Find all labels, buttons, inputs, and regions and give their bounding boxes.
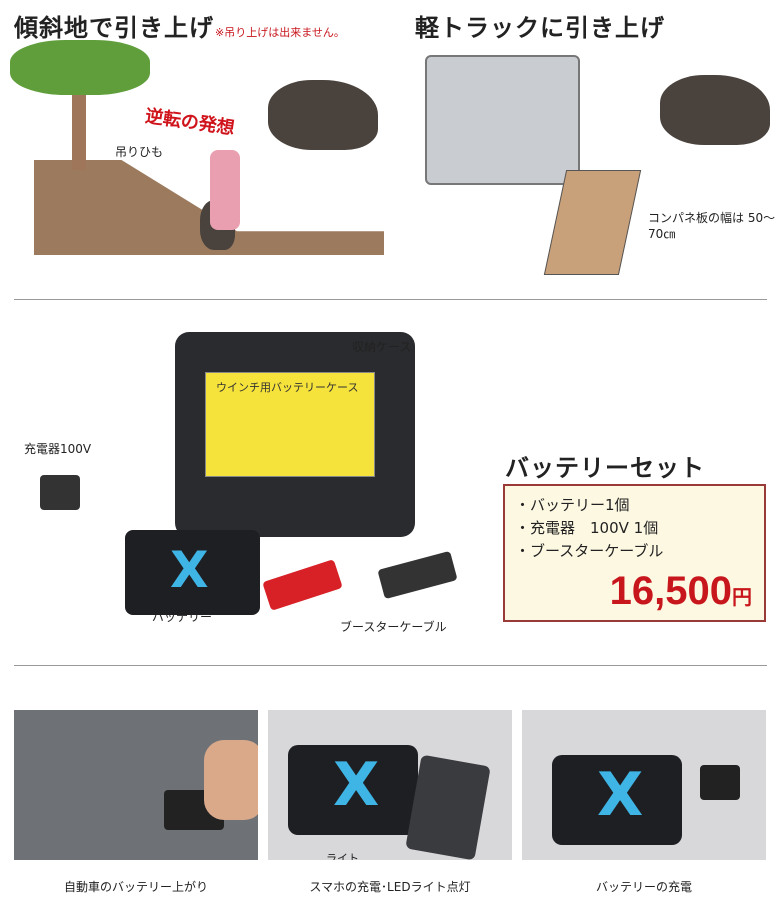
plywood-note: コンパネ板の幅は 50〜70㎝ — [648, 211, 776, 241]
photo-caption: 自動車のバッテリー上がり — [63, 880, 208, 894]
tree-trunk — [72, 80, 86, 170]
price: 16,500円 — [610, 569, 752, 614]
photo-caption: スマホの充電･LEDライト点灯 — [309, 880, 471, 894]
tree-crown — [10, 40, 150, 95]
divider — [14, 665, 767, 666]
light-label: ライト — [326, 852, 359, 860]
storage-case: ウインチ用バッテリーケース — [175, 332, 415, 537]
boar-illustration — [660, 75, 770, 145]
battery: X — [125, 530, 260, 615]
photo-caption: バッテリーの充電 — [595, 880, 692, 894]
slogan: 逆転の発想 — [143, 105, 236, 140]
divider — [14, 299, 767, 300]
rope-label: 吊りひも — [115, 145, 164, 159]
photo-car-jumpstart — [14, 710, 258, 860]
red-clamp — [262, 559, 343, 611]
photo-battery-charging: X — [522, 710, 766, 860]
truck-title: 軽トラックに引き上げ — [415, 14, 665, 42]
no-lift-note: ※吊り上げは出来ません。 — [215, 26, 345, 39]
boar-illustration — [268, 80, 378, 150]
price-currency: 円 — [732, 587, 752, 609]
charger-label: 充電器100V — [24, 442, 92, 456]
woman-illustration — [210, 150, 240, 230]
case-label: 収納ケース — [352, 340, 412, 354]
case-sticker: ウインチ用バッテリーケース — [205, 372, 375, 477]
battery-label: バッテリー — [152, 610, 213, 624]
set-title: バッテリーセット — [505, 454, 705, 482]
photo-phone-charging: X ライト — [268, 710, 512, 860]
price-value: 16,500 — [609, 569, 732, 613]
black-clamp — [377, 550, 458, 600]
plywood-ramp — [543, 170, 642, 275]
cable-label: ブースターケーブル — [340, 620, 447, 634]
set-item: ・充電器 100V 1個 — [515, 519, 659, 537]
truck-illustration — [425, 55, 580, 185]
charger — [40, 475, 80, 510]
set-item: ・バッテリー1個 — [515, 496, 630, 514]
set-item: ・ブースターケーブル — [515, 542, 664, 560]
slope-title: 傾斜地で引き上げ — [14, 14, 214, 42]
set-contents-box: ・バッテリー1個 ・充電器 100V 1個 ・ブースターケーブル 16,500円 — [503, 484, 766, 622]
